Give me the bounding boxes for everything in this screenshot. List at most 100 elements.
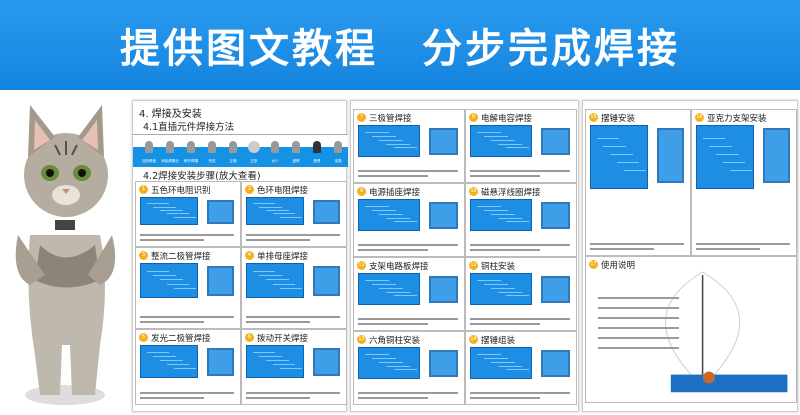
pcb-board-image: [358, 347, 420, 379]
subsection-heading-steps: 4.2焊接安装步骤(放大查看): [143, 171, 261, 182]
step-caption-lines: [246, 392, 340, 394]
step-number-bulb-icon: 14: [469, 335, 478, 344]
step-title: 磁悬浮线圈焊接: [481, 188, 541, 198]
soldering-step: 完成: [202, 135, 222, 167]
banner: 提供图文教程 分步完成焊接: [0, 0, 800, 90]
pcb-board-image: [246, 197, 305, 226]
step-title: 拨动开关焊接: [257, 334, 309, 344]
usage-instruction-lines: [598, 317, 679, 319]
step-caption-lines: [358, 170, 458, 172]
step-caption-lines: [358, 323, 428, 325]
soldering-step-label: 虚焊: [292, 159, 300, 163]
cat-mascot-image: [15, 105, 116, 405]
component-image: [206, 266, 234, 297]
step-caption-lines: [140, 321, 204, 323]
step-title: 摆锤组装: [481, 336, 516, 346]
soldering-step: 添加焊锡丝: [160, 135, 180, 167]
pcb-board-image: [696, 125, 755, 189]
soldering-step-label: 添加焊锡丝: [161, 159, 179, 163]
soldering-step: 加热焊盘: [139, 135, 159, 167]
pcb-board-image: [140, 197, 199, 226]
step-title: 色环电阻焊接: [257, 186, 309, 196]
pcb-board-image: [470, 199, 532, 231]
step-caption-lines: [470, 249, 540, 251]
step-title: 铜柱安装: [481, 262, 516, 272]
step-caption-lines: [470, 318, 570, 320]
soldering-method-strip: 加热焊盘添加焊锡丝移开焊锡完成正确过多太少虚焊焦黑连锡: [133, 134, 348, 167]
step-caption-lines: [246, 321, 310, 323]
step-caption-lines: [358, 392, 458, 394]
step-caption-lines: [696, 243, 790, 245]
step-caption-lines: [470, 170, 570, 172]
step-caption-lines: [358, 244, 458, 246]
pcb-board-image: [470, 125, 532, 157]
component-image: [312, 266, 340, 297]
step-title: 摆锤安装: [601, 114, 636, 124]
step-caption-lines: [470, 392, 570, 394]
step-title: 单排母座焊接: [257, 252, 309, 262]
step-caption-lines: [470, 244, 570, 246]
soldering-step: 焦黑: [307, 135, 327, 167]
step-caption-lines: [358, 175, 428, 177]
step-number-bulb-icon: 10: [469, 187, 478, 196]
usage-instruction-lines: [598, 347, 679, 349]
step-number-bulb-icon: 17: [589, 260, 598, 269]
pcb-board-image: [358, 199, 420, 231]
soldering-joint-icon: [271, 141, 279, 153]
banner-title: 提供图文教程 分步完成焊接: [0, 0, 800, 90]
step-title: 五色环电阻识别: [151, 186, 211, 196]
usage-instruction-lines: [598, 297, 679, 299]
pcb-board-image: [246, 345, 305, 378]
step-caption-lines: [696, 248, 760, 250]
soldering-step: 太少: [265, 135, 285, 167]
step-caption-lines: [358, 249, 428, 251]
soldering-joint-icon: [145, 141, 153, 153]
soldering-step: 虚焊: [286, 135, 306, 167]
component-image: [206, 200, 234, 225]
step-title: 电源插座焊接: [369, 188, 421, 198]
banner-title-left: 提供图文教程: [120, 26, 378, 72]
soldering-step-label: 完成: [208, 159, 216, 163]
pcb-board-image: [246, 263, 305, 299]
component-image: [312, 348, 340, 377]
step-number-bulb-icon: 15: [589, 113, 598, 122]
section-heading: 4. 焊接及安装: [139, 109, 202, 120]
component-image: [762, 128, 790, 184]
step-caption-lines: [140, 316, 234, 318]
soldering-joint-icon: [187, 141, 195, 153]
step-caption-lines: [140, 234, 234, 236]
soldering-step: 连锡: [328, 135, 348, 167]
step-number-bulb-icon: 12: [469, 261, 478, 270]
step-number-bulb-icon: 7: [357, 113, 366, 122]
step-number-bulb-icon: 6: [245, 333, 254, 342]
pcb-board-image: [140, 345, 199, 378]
step-number-bulb-icon: 8: [469, 113, 478, 122]
soldering-step-label: 加热焊盘: [142, 159, 156, 163]
step-title: 支架电路板焊接: [369, 262, 429, 272]
step-title: 发光二极管焊接: [151, 334, 211, 344]
step-number-bulb-icon: 4: [245, 251, 254, 260]
step-number-bulb-icon: 11: [357, 261, 366, 270]
usage-instruction-lines: [598, 307, 679, 309]
pcb-board-image: [140, 263, 199, 299]
step-caption-lines: [358, 397, 428, 399]
soldering-joint-icon: [248, 141, 260, 153]
component-image: [541, 202, 570, 230]
step-caption-lines: [470, 397, 540, 399]
soldering-step: 过多: [244, 135, 264, 167]
step-title: 三极管焊接: [369, 114, 412, 124]
step-caption-lines: [246, 316, 340, 318]
